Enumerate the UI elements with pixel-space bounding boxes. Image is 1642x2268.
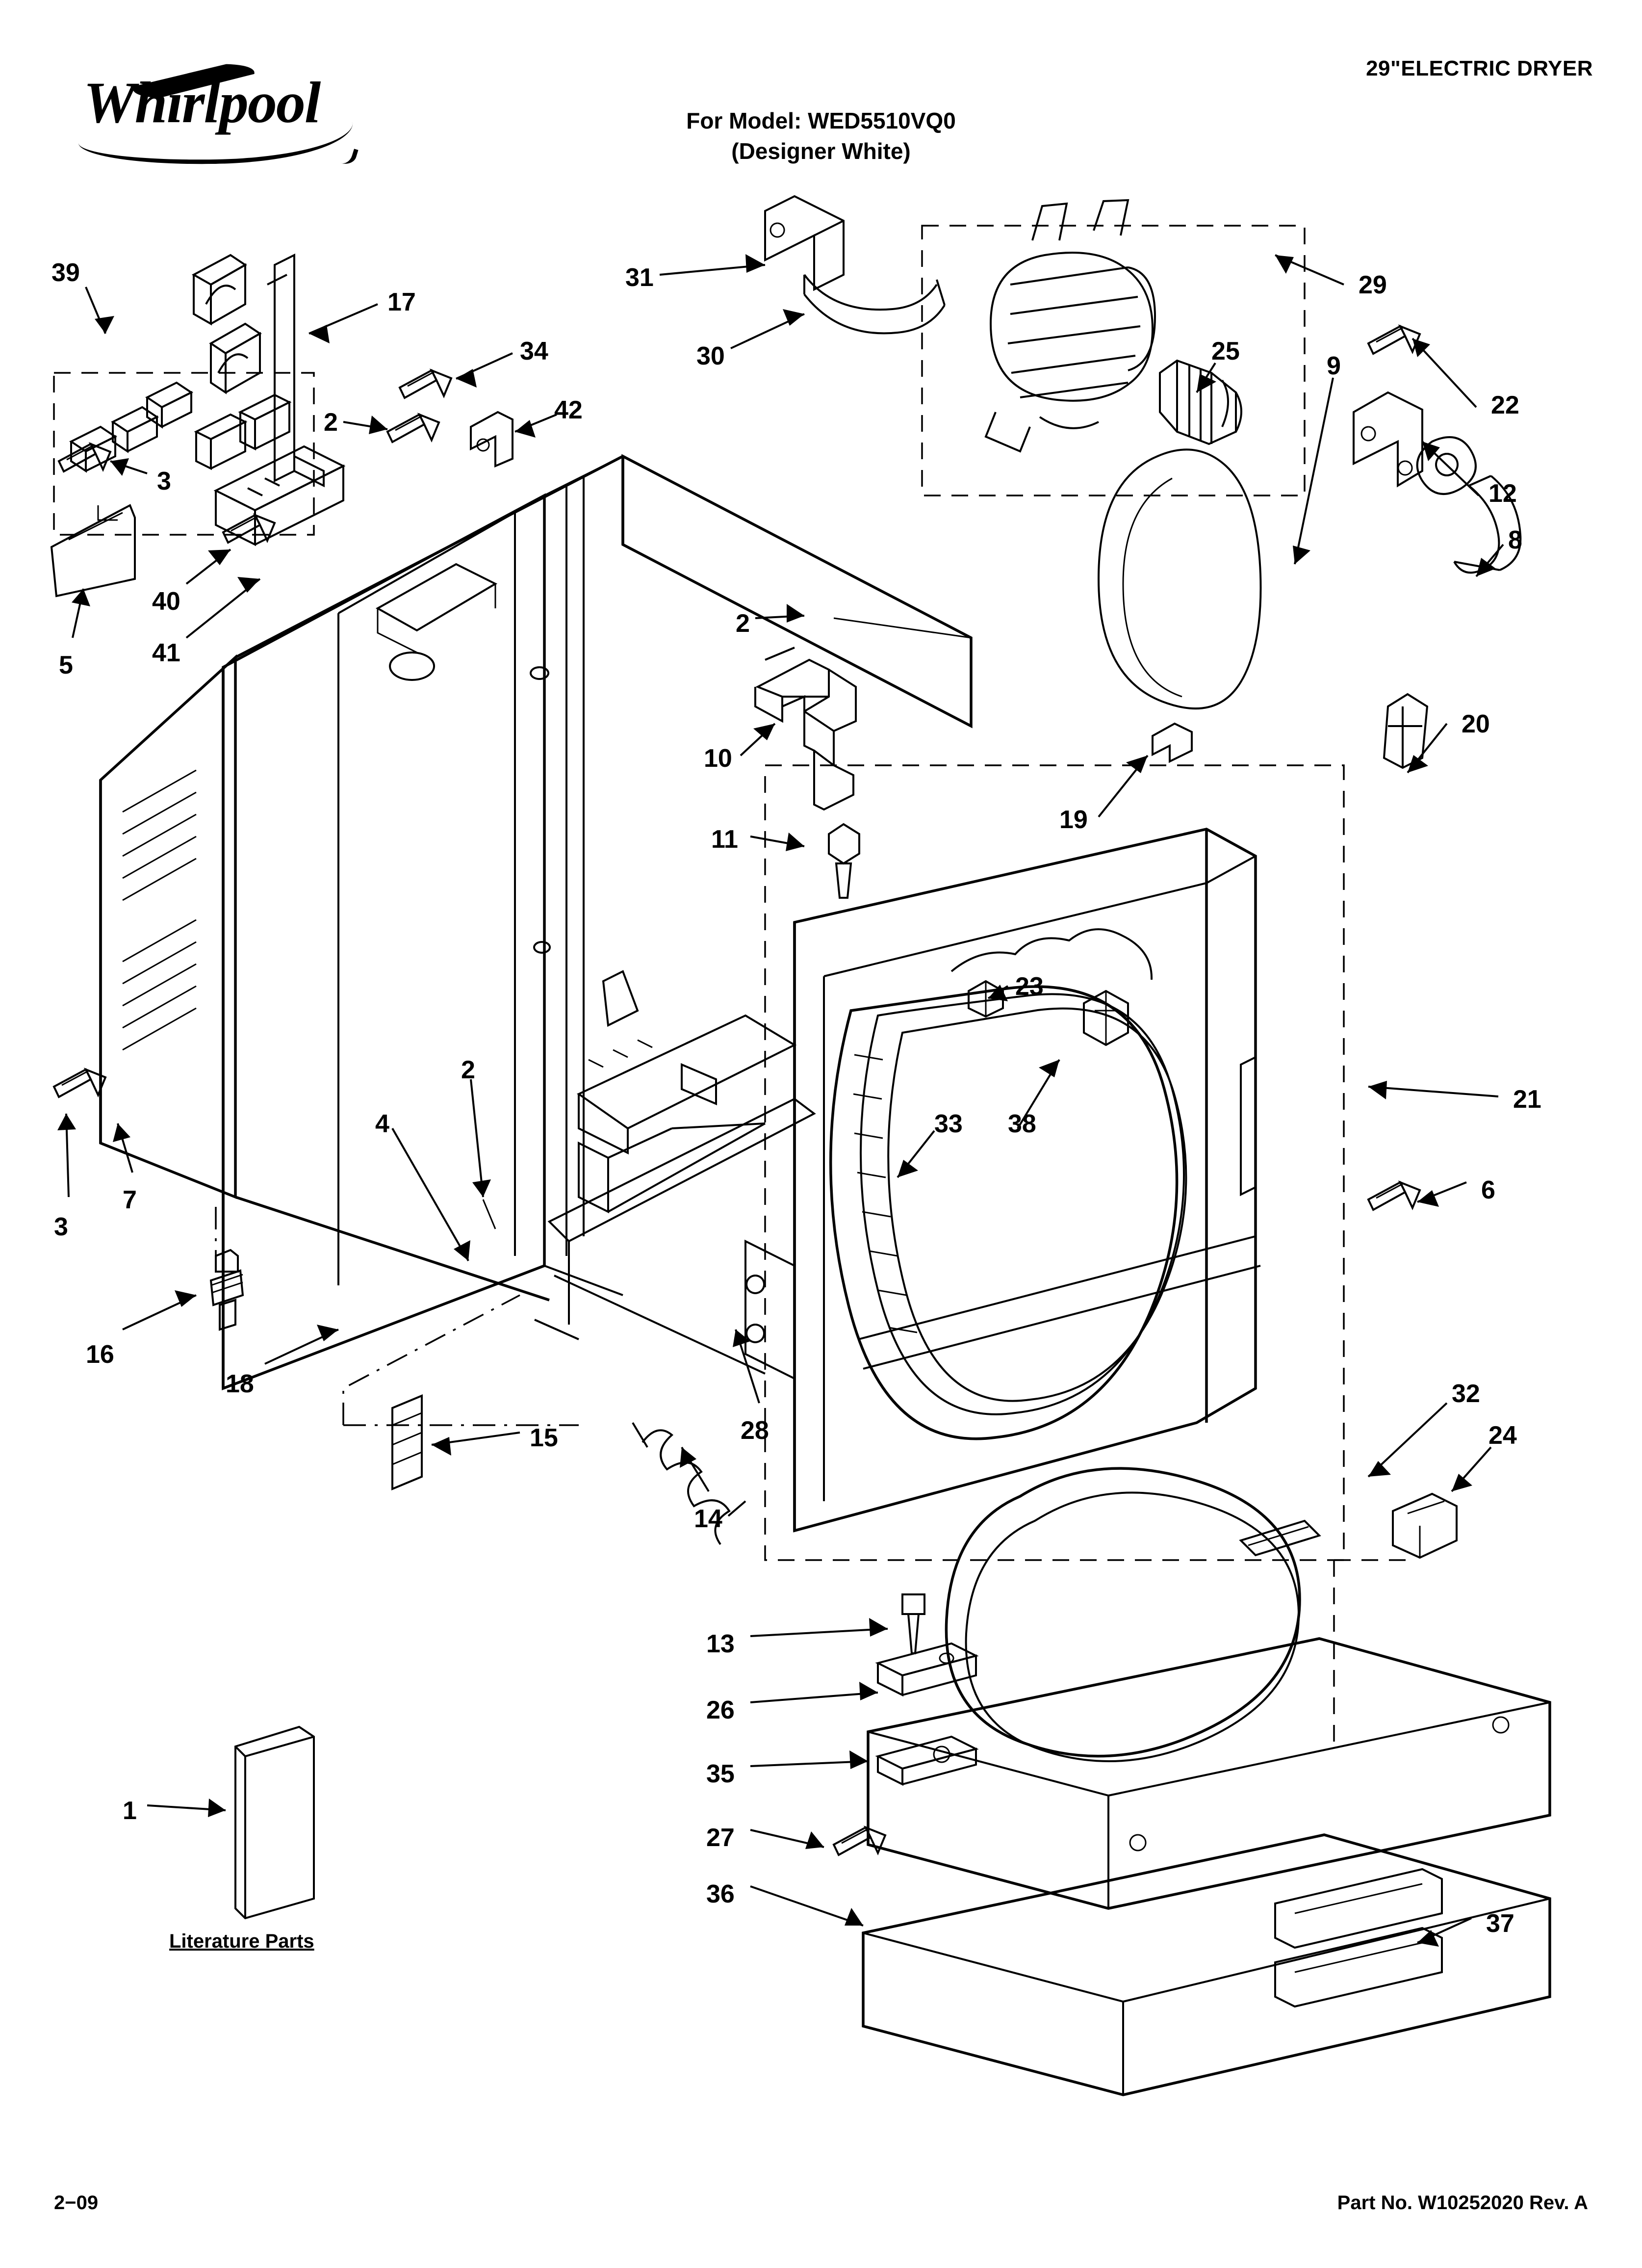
callout-17: 17 xyxy=(387,288,416,316)
callout-22: 22 xyxy=(1491,391,1519,419)
model-line: For Model: WED5510VQ0 xyxy=(686,108,956,133)
callout-37: 37 xyxy=(1486,1909,1514,1938)
callout-38: 38 xyxy=(1008,1110,1036,1138)
callout-10: 10 xyxy=(704,744,732,773)
callout-12: 12 xyxy=(1488,479,1517,508)
callout-21: 21 xyxy=(1513,1085,1541,1114)
callout-7: 7 xyxy=(123,1186,137,1214)
callout-20: 20 xyxy=(1462,710,1490,738)
callout-16: 16 xyxy=(86,1340,114,1369)
callout-29: 29 xyxy=(1359,271,1387,299)
callout-30: 30 xyxy=(696,342,725,370)
callout-5: 5 xyxy=(59,651,73,679)
callout-19: 19 xyxy=(1059,806,1088,834)
callout-34: 34 xyxy=(520,337,548,365)
page-title: For Model: WED5510VQ0 (Designer White) xyxy=(0,105,1642,166)
callout-8: 8 xyxy=(1508,526,1522,554)
callout-24: 24 xyxy=(1488,1421,1517,1450)
callout-1: 1 xyxy=(123,1797,137,1825)
callout-2: 2 xyxy=(324,408,338,437)
callout-9: 9 xyxy=(1327,352,1341,380)
callout-27: 27 xyxy=(706,1824,735,1852)
callout-35: 35 xyxy=(706,1760,735,1788)
literature-parts-label: Literature Parts xyxy=(169,1930,314,1952)
callout-18: 18 xyxy=(226,1370,254,1398)
callout-40: 40 xyxy=(152,587,180,616)
callout-15: 15 xyxy=(530,1424,558,1452)
product-type-title: 29"ELECTRIC DRYER xyxy=(1366,56,1593,80)
callout-4: 4 xyxy=(375,1110,389,1138)
callout-33: 33 xyxy=(934,1110,963,1138)
revision-date: 2−09 xyxy=(54,2192,99,2214)
callout-28: 28 xyxy=(741,1416,769,1445)
callout-42: 42 xyxy=(554,396,583,424)
callout-41: 41 xyxy=(152,639,180,667)
callout-14: 14 xyxy=(694,1505,722,1533)
model-color-line: (Designer White) xyxy=(731,138,911,164)
callout-11: 11 xyxy=(711,825,738,854)
callout-13: 13 xyxy=(706,1630,735,1658)
callout-39: 39 xyxy=(51,259,80,287)
callout-36: 36 xyxy=(706,1880,735,1908)
callout-31: 31 xyxy=(625,263,654,292)
callout-23: 23 xyxy=(1015,972,1044,1001)
callout-2: 2 xyxy=(736,609,750,638)
callout-25: 25 xyxy=(1211,337,1240,365)
callout-2: 2 xyxy=(461,1056,475,1084)
callout-32: 32 xyxy=(1452,1380,1480,1408)
callout-3: 3 xyxy=(54,1213,68,1241)
part-number: Part No. W10252020 Rev. A xyxy=(1337,2192,1588,2214)
callout-26: 26 xyxy=(706,1696,735,1724)
whirlpool-logo: Whirlpool xyxy=(59,39,373,167)
callout-3: 3 xyxy=(157,467,171,495)
callout-6: 6 xyxy=(1481,1176,1495,1204)
